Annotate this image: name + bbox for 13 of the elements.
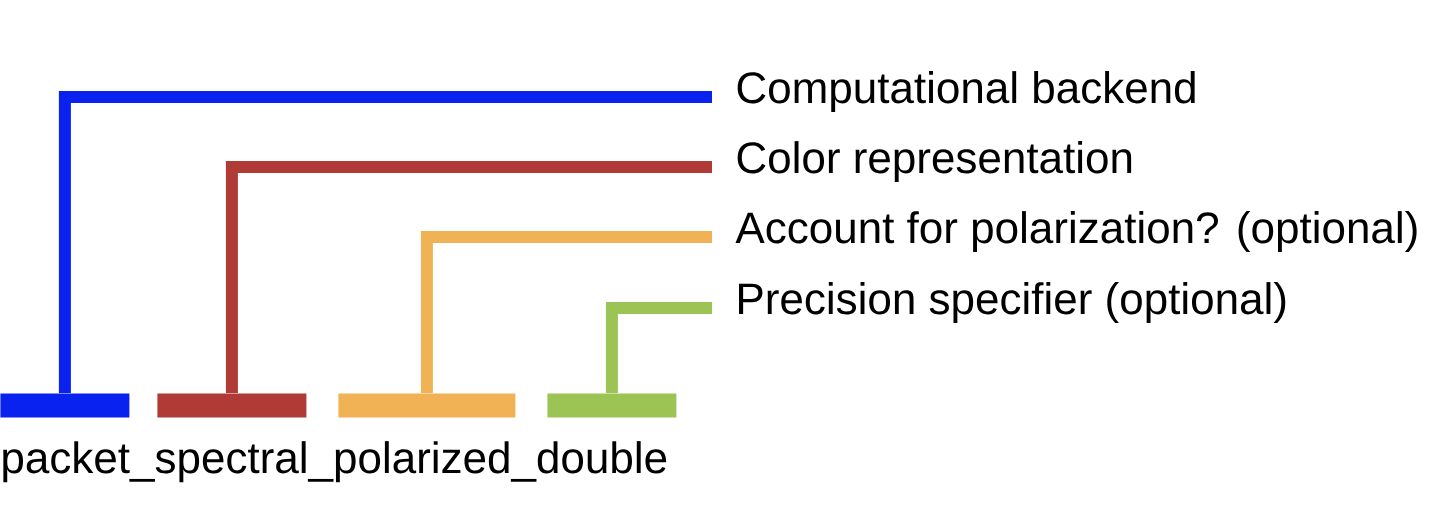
- leader-line: [58, 91, 712, 393]
- underline-bar: [338, 393, 516, 418]
- underline-bar: [547, 393, 677, 418]
- callout-text: Account for polarization? (optional): [735, 211, 1417, 253]
- leader-line: [225, 161, 712, 393]
- callout-text: Computational backend: [737, 71, 1195, 113]
- callout-text: Color representation: [737, 141, 1132, 183]
- callout-text: Precision specifier (optional): [739, 282, 1286, 324]
- leader-line: [420, 231, 712, 393]
- underline-bar: [157, 393, 307, 418]
- underline-bar: [0, 393, 130, 418]
- code-text: packet_spectral_polarized_double: [3, 441, 667, 483]
- leader-line: [605, 302, 712, 393]
